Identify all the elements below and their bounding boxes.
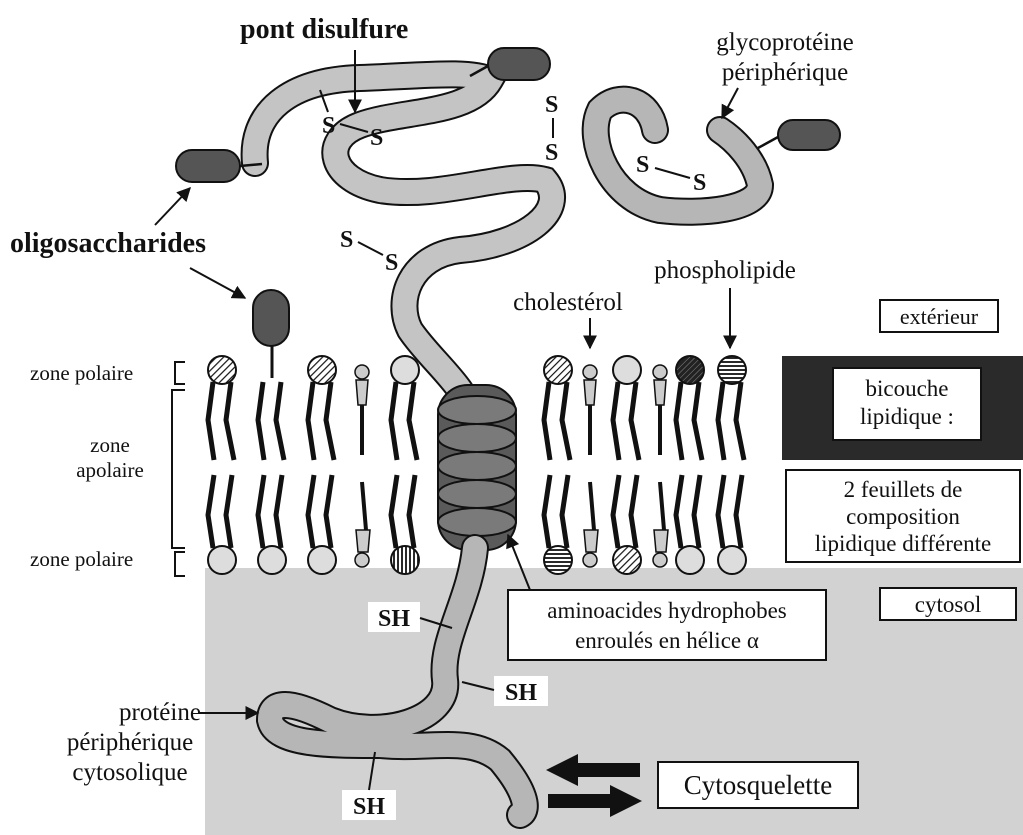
sh-label-3: SH <box>353 794 385 820</box>
s-label-3a: S <box>340 227 353 253</box>
phospholipid-head-top <box>613 356 641 384</box>
phospholipid-head-bottom <box>676 546 704 574</box>
proteine-label-3: cytosolique <box>72 759 187 786</box>
phospholipid-head-top <box>718 356 746 384</box>
alpha-helix <box>438 385 516 550</box>
glycolipid-sugar <box>253 290 289 346</box>
sh-label-2: SH <box>505 680 537 706</box>
cholesterol-label: cholestérol <box>513 289 623 316</box>
cholesterol-bottom <box>355 553 369 567</box>
cholesterol-top <box>355 365 369 379</box>
phospholipide-label: phospholipide <box>654 257 796 284</box>
zone-apolaire-label-1: zone <box>90 433 130 457</box>
phospholipid-head-top <box>208 356 236 384</box>
s-label-1b: S <box>370 125 383 151</box>
cholesterol-top <box>583 365 597 379</box>
aminoacides-label-2: enroulés en hélice α <box>575 628 759 653</box>
s-label-3b: S <box>385 250 398 276</box>
oligosaccharide-3 <box>778 120 840 150</box>
sh-label-1: SH <box>378 606 410 632</box>
phospholipid-head-bottom <box>258 546 286 574</box>
oligosaccharide-1 <box>176 150 240 182</box>
proteine-label-1: protéine <box>119 699 201 726</box>
phospholipid-head-bottom <box>208 546 236 574</box>
s-label-4b: S <box>693 170 706 196</box>
bicouche-label-2: lipidique : <box>860 404 954 429</box>
bicouche-label-1: bicouche <box>865 376 948 401</box>
phospholipid-head-top <box>391 356 419 384</box>
oligosaccharides-label: oligosaccharides <box>10 228 206 259</box>
phospholipid-head-bottom <box>308 546 336 574</box>
cytosol-label: cytosol <box>915 592 981 617</box>
aminoacides-label-1: aminoacides hydrophobes <box>547 598 787 623</box>
phospholipid-head-top <box>308 356 336 384</box>
zone-polaire-bottom-label: zone polaire <box>30 547 133 571</box>
s-label-2b: S <box>545 140 558 166</box>
s-label-1a: S <box>322 113 335 139</box>
phospholipid-head-top <box>676 356 704 384</box>
cytosquelette-label: Cytosquelette <box>684 770 832 800</box>
zone-polaire-top-label: zone polaire <box>30 361 133 385</box>
phospholipid-head-bottom <box>544 546 572 574</box>
phospholipid-head-bottom <box>391 546 419 574</box>
pont-disulfure-label: pont disulfure <box>240 14 408 45</box>
glycoproteine-label-1: glycoprotéine <box>716 29 853 56</box>
oligosaccharide-2 <box>488 48 550 80</box>
feuillets-label-3: lipidique différente <box>815 531 992 556</box>
zone-apolaire-label-2: apolaire <box>76 458 144 482</box>
cholesterol-top <box>653 365 667 379</box>
glycoproteine-label-2: périphérique <box>722 59 848 86</box>
phospholipid-head-bottom <box>718 546 746 574</box>
exterieur-label: extérieur <box>900 304 979 329</box>
cholesterol-bottom <box>653 553 667 567</box>
phospholipid-head-bottom <box>613 546 641 574</box>
feuillets-label-1: 2 feuillets de <box>844 477 963 502</box>
s-label-4a: S <box>636 152 649 178</box>
cholesterol-bottom <box>583 553 597 567</box>
proteine-label-2: périphérique <box>67 729 193 756</box>
s-label-2a: S <box>545 92 558 118</box>
feuillets-label-2: composition <box>846 504 960 529</box>
phospholipid-head-top <box>544 356 572 384</box>
